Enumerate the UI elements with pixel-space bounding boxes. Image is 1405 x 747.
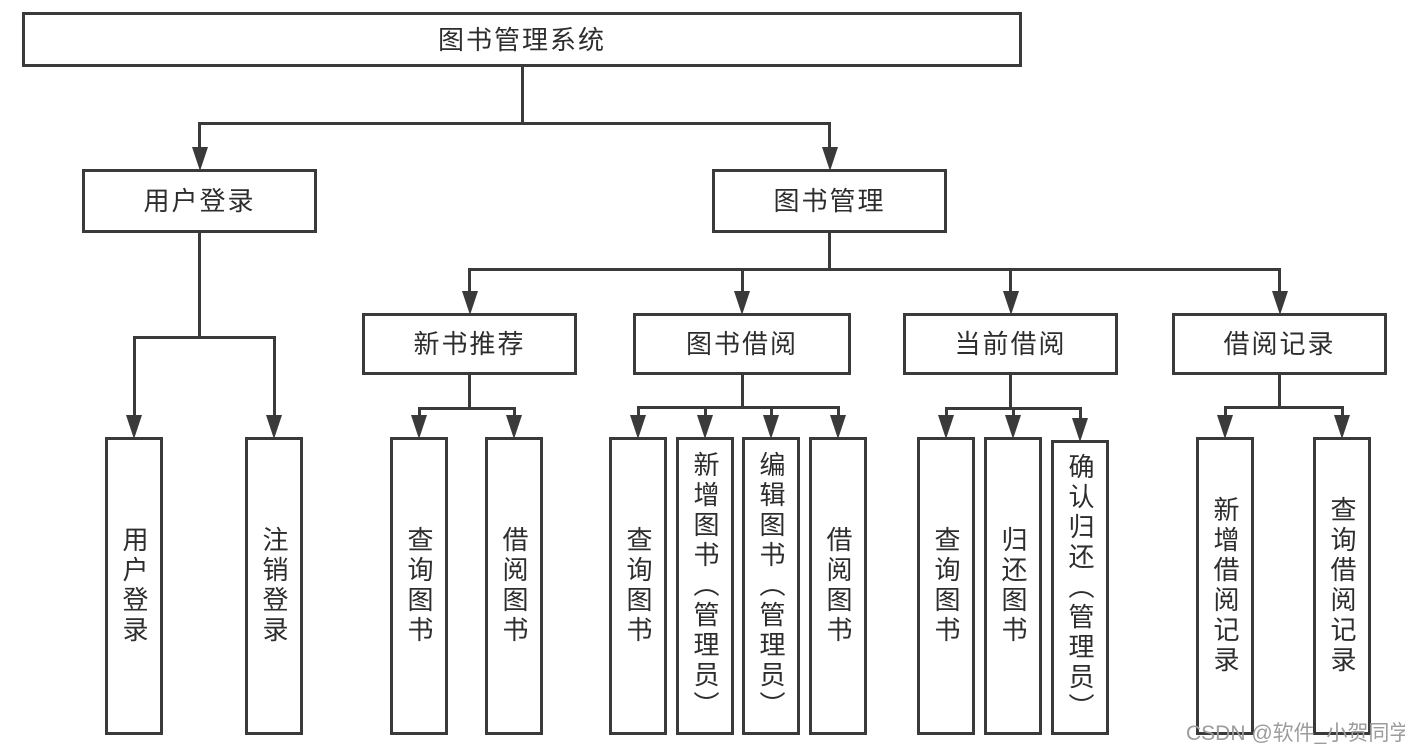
node-label-leaf-nbr-query: 查询图书 [404, 526, 434, 646]
edge-drop [1078, 407, 1082, 420]
edge-drop [272, 336, 276, 417]
edge-rail [198, 122, 831, 125]
edge-drop [512, 407, 516, 417]
node-leaf-cb-return: 归还图书 [984, 437, 1042, 735]
node-leaf-nbr-query: 查询图书 [390, 437, 448, 735]
node-label-leaf-bb-add: 新增图书（管理员） [690, 451, 720, 721]
edge-drop [1009, 268, 1012, 293]
edge-stem [1009, 375, 1012, 410]
node-label-book-borrow: 图书借阅 [685, 329, 798, 359]
edge-drop [1278, 268, 1281, 293]
arrow-down-icon [1271, 291, 1288, 315]
edge-drop [468, 268, 471, 293]
node-leaf-br-add: 新增借阅记录 [1196, 437, 1254, 735]
node-label-borrow-records: 借阅记录 [1223, 329, 1336, 359]
arrow-down-icon [1217, 415, 1233, 439]
edge-drop [132, 336, 136, 417]
edge-rail [417, 407, 516, 410]
edge-stem [828, 233, 831, 271]
edge-drop [703, 406, 707, 417]
node-leaf-bb-query: 查询图书 [609, 437, 667, 735]
node-leaf-user-login: 用户登录 [105, 437, 163, 735]
arrow-down-icon [506, 415, 522, 439]
node-leaf-logout: 注销登录 [245, 437, 303, 735]
node-current-borrow: 当前借阅 [903, 313, 1118, 375]
node-label-leaf-br-add: 新增借阅记录 [1210, 496, 1240, 676]
edge-stem [520, 67, 524, 125]
edge-drop [944, 407, 948, 417]
arrow-down-icon [1072, 418, 1088, 442]
node-label-leaf-cb-confirm: 确认归还（管理员） [1065, 452, 1095, 723]
node-leaf-bb-borrow: 借阅图书 [809, 437, 867, 735]
node-leaf-bb-add: 新增图书（管理员） [676, 437, 734, 735]
edge-stem [468, 375, 471, 410]
edge-stem [740, 375, 744, 409]
arrow-down-icon [126, 415, 142, 439]
node-label-leaf-cb-return: 归还图书 [998, 526, 1028, 646]
node-leaf-cb-query: 查询图书 [917, 437, 975, 735]
arrow-down-icon [938, 415, 954, 439]
edge-rail [132, 336, 276, 339]
arrow-down-icon [821, 147, 838, 171]
node-label-leaf-user-login: 用户登录 [119, 526, 149, 646]
node-label-leaf-cb-query: 查询图书 [931, 526, 961, 646]
node-root: 图书管理系统 [22, 12, 1022, 67]
node-leaf-nbr-borrow: 借阅图书 [485, 437, 543, 735]
node-label-leaf-nbr-borrow: 借阅图书 [499, 526, 529, 646]
node-user-login: 用户登录 [82, 169, 317, 233]
edge-drop [836, 406, 840, 417]
edge-drop [828, 122, 831, 149]
node-label-book-mgmt: 图书管理 [773, 186, 886, 216]
node-label-current-borrow: 当前借阅 [954, 329, 1067, 359]
edge-drop [417, 407, 421, 417]
node-new-book-rec: 新书推荐 [362, 313, 577, 375]
node-label-leaf-br-query: 查询借阅记录 [1327, 496, 1357, 676]
edge-drop [1011, 407, 1015, 417]
arrow-down-icon [266, 415, 282, 439]
watermark: CSDN @软件_小贺同学 [1186, 722, 1405, 745]
node-book-mgmt: 图书管理 [712, 169, 947, 233]
node-label-user-login: 用户登录 [143, 186, 256, 216]
edge-drop [769, 406, 773, 417]
arrow-down-icon [191, 147, 208, 171]
arrow-down-icon [411, 415, 427, 439]
node-leaf-br-query: 查询借阅记录 [1313, 437, 1371, 735]
edge-rail [1223, 406, 1344, 409]
arrow-down-icon [734, 291, 750, 315]
edge-drop [636, 406, 640, 417]
arrow-down-icon [1005, 415, 1021, 439]
arrow-down-icon [1334, 415, 1350, 439]
edge-drop [740, 268, 744, 293]
edge-drop [1223, 406, 1227, 417]
node-label-new-book-rec: 新书推荐 [413, 329, 526, 359]
node-book-borrow: 图书借阅 [633, 313, 851, 375]
node-label-leaf-logout: 注销登录 [259, 526, 289, 646]
arrow-down-icon [763, 415, 779, 439]
edge-stem [198, 233, 201, 339]
node-label-root: 图书管理系统 [437, 24, 606, 55]
arrow-down-icon [697, 415, 713, 439]
node-label-leaf-bb-borrow: 借阅图书 [823, 526, 853, 646]
edge-rail [468, 268, 1281, 271]
arrow-down-icon [630, 415, 646, 439]
node-leaf-cb-confirm: 确认归还（管理员） [1051, 440, 1109, 735]
node-label-leaf-bb-query: 查询图书 [623, 526, 653, 646]
arrow-down-icon [461, 291, 478, 315]
node-leaf-bb-edit: 编辑图书（管理员） [742, 437, 800, 735]
edge-drop [198, 122, 201, 149]
edge-stem [1278, 375, 1281, 409]
arrow-down-icon [830, 415, 846, 439]
node-label-leaf-bb-edit: 编辑图书（管理员） [756, 451, 786, 721]
edge-drop [1340, 406, 1344, 417]
node-borrow-records: 借阅记录 [1172, 313, 1387, 375]
edge-rail [636, 406, 840, 409]
arrow-down-icon [1002, 291, 1019, 315]
